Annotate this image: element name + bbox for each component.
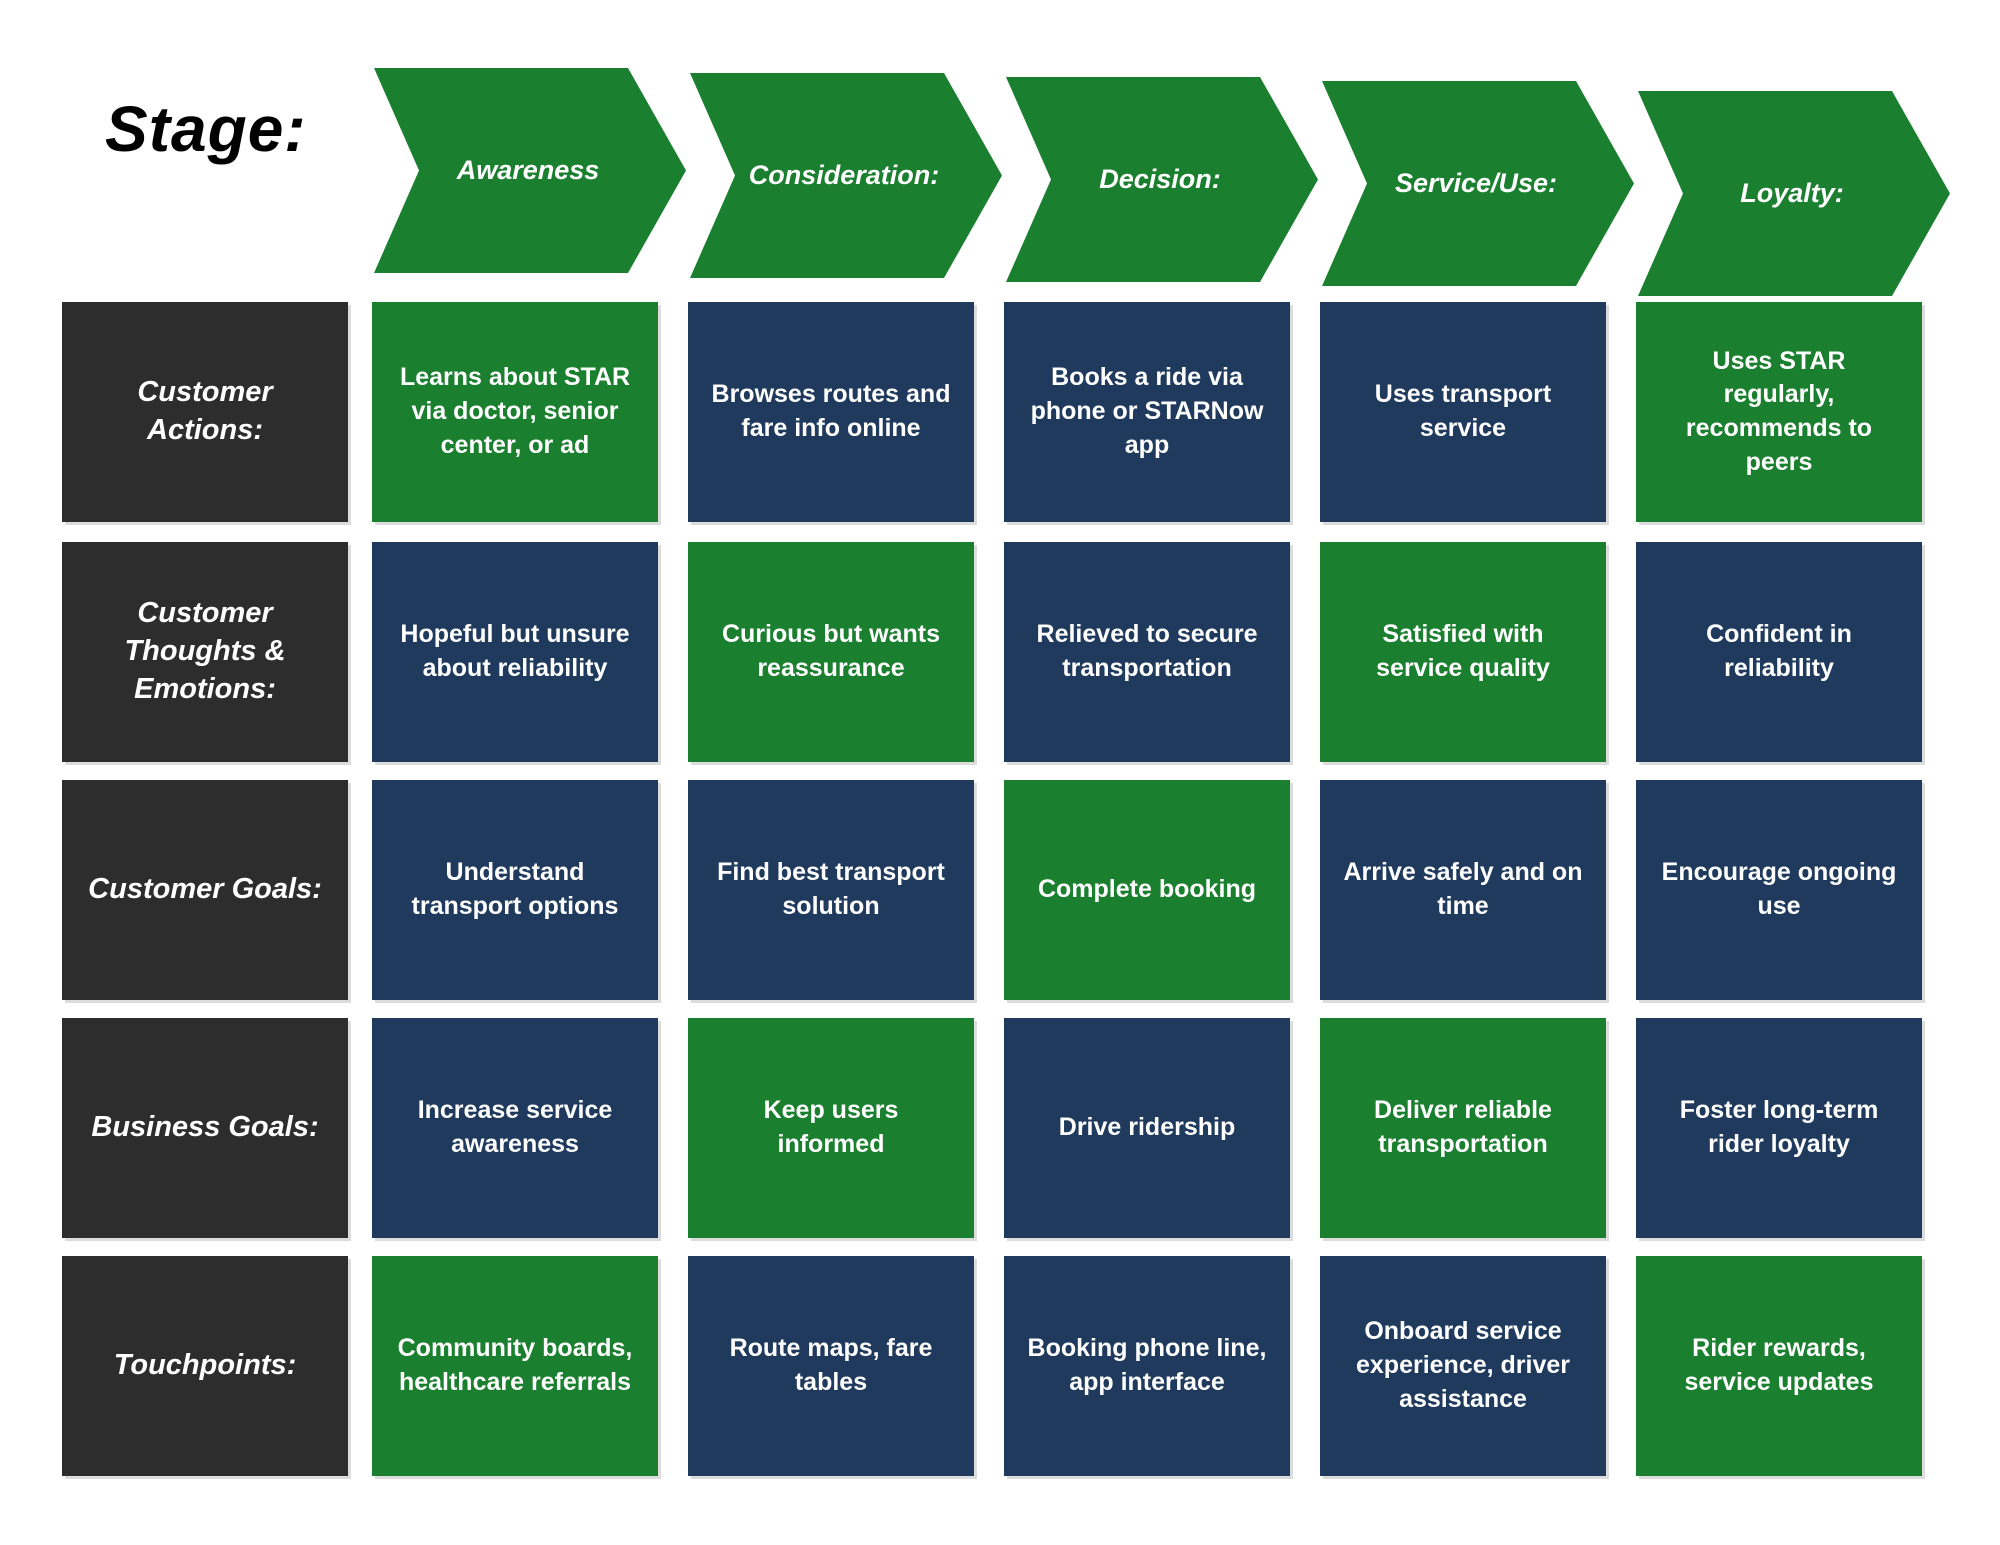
cell-touchpoints-service-use: Onboard service experience, driver assis… (1320, 1256, 1606, 1476)
row-label-text: Customer Goals: (88, 873, 322, 906)
cell-text: Increase service awareness (417, 1096, 613, 1158)
cell-text: Drive ridership (1058, 1113, 1236, 1142)
cell-text: Confident in reliability (1706, 620, 1852, 682)
cell-customer-actions-service-use: Uses transport service (1320, 302, 1606, 522)
stage-arrow-label: Service/Use: (1394, 168, 1558, 198)
row-label-customer-goals: Customer Goals: (62, 780, 348, 1000)
stage-arrow-label: Consideration: (748, 160, 940, 190)
row-label-customer-thoughts-emotions: Customer Thoughts & Emotions: (62, 542, 348, 762)
cell-text: Encourage ongoing use (1661, 858, 1897, 920)
cell-goals-loyalty: Encourage ongoing use (1636, 780, 1922, 1000)
cell-text: Browses routes and fare info online (711, 380, 951, 442)
row-label-text: Touchpoints: (113, 1349, 297, 1382)
cell-text: Books a ride via phone or STARNow app (1030, 363, 1264, 459)
row-label-text: Customer Actions: (137, 376, 273, 446)
cell-text: Arrive safely and on time (1343, 858, 1583, 920)
cell-text: Booking phone line, app interface (1027, 1334, 1267, 1396)
cell-thoughts-decision: Relieved to secure transportation (1004, 542, 1290, 762)
cell-text: Onboard service experience, driver assis… (1355, 1317, 1570, 1413)
cell-text: Route maps, fare tables (729, 1334, 933, 1396)
cell-touchpoints-consideration: Route maps, fare tables (688, 1256, 974, 1476)
cell-text: Learns about STAR via doctor, senior cen… (399, 363, 631, 459)
cell-text: Complete booking (1037, 875, 1257, 904)
stage-title: Stage: (105, 93, 307, 165)
cell-text: Understand transport options (411, 858, 619, 920)
cell-business-decision: Drive ridership (1004, 1018, 1290, 1238)
stage-arrow-decision: Decision: (1006, 77, 1318, 282)
cell-goals-consideration: Find best transport solution (688, 780, 974, 1000)
cell-touchpoints-awareness: Community boards, healthcare referrals (372, 1256, 658, 1476)
cell-text: Keep users informed (763, 1096, 899, 1158)
stage-arrow-loyalty: Loyalty: (1638, 91, 1950, 296)
cell-text: Curious but wants reassurance (721, 620, 941, 682)
stage-arrow-label: Decision: (1099, 164, 1221, 194)
row-label-text: Business Goals: (91, 1111, 319, 1144)
stage-arrow-consideration: Consideration: (690, 73, 1002, 278)
cell-touchpoints-loyalty: Rider rewards, service updates (1636, 1256, 1922, 1476)
row-label-business-goals: Business Goals: (62, 1018, 348, 1238)
cell-customer-actions-loyalty: Uses STAR regularly, recommends to peers (1636, 302, 1922, 522)
cell-text: Foster long-term rider loyalty (1679, 1096, 1879, 1158)
cell-customer-actions-awareness: Learns about STAR via doctor, senior cen… (372, 302, 658, 522)
cell-text: Find best transport solution (717, 858, 945, 920)
cell-business-consideration: Keep users informed (688, 1018, 974, 1238)
row-label-text: Customer Thoughts & Emotions: (124, 597, 286, 705)
cell-thoughts-awareness: Hopeful but unsure about reliability (372, 542, 658, 762)
cell-customer-actions-consideration: Browses routes and fare info online (688, 302, 974, 522)
stage-arrow-service-use: Service/Use: (1322, 81, 1634, 286)
row-label-touchpoints: Touchpoints: (62, 1256, 348, 1476)
cell-text: Hopeful but unsure about reliability (400, 620, 630, 682)
cell-text: Satisfied with service quality (1376, 620, 1550, 682)
cell-touchpoints-decision: Booking phone line, app interface (1004, 1256, 1290, 1476)
cell-text: Community boards, healthcare referrals (397, 1334, 633, 1396)
cell-customer-actions-decision: Books a ride via phone or STARNow app (1004, 302, 1290, 522)
cell-business-service-use: Deliver reliable transportation (1320, 1018, 1606, 1238)
stage-arrow-label: Awareness (456, 155, 600, 185)
cell-goals-service-use: Arrive safely and on time (1320, 780, 1606, 1000)
cell-text: Uses transport service (1374, 380, 1552, 442)
cell-thoughts-service-use: Satisfied with service quality (1320, 542, 1606, 762)
cell-thoughts-consideration: Curious but wants reassurance (688, 542, 974, 762)
cell-thoughts-loyalty: Confident in reliability (1636, 542, 1922, 762)
row-label-customer-actions: Customer Actions: (62, 302, 348, 522)
cell-text: Deliver reliable transportation (1374, 1096, 1552, 1158)
cell-text: Uses STAR regularly, recommends to peers (1685, 346, 1873, 476)
cell-goals-awareness: Understand transport options (372, 780, 658, 1000)
cell-business-loyalty: Foster long-term rider loyalty (1636, 1018, 1922, 1238)
stage-arrow-awareness: Awareness (374, 68, 686, 273)
cell-goals-decision: Complete booking (1004, 780, 1290, 1000)
cell-text: Relieved to secure transportation (1036, 620, 1258, 682)
cell-text: Rider rewards, service updates (1684, 1334, 1874, 1396)
stage-arrow-label: Loyalty: (1740, 178, 1844, 208)
cell-business-awareness: Increase service awareness (372, 1018, 658, 1238)
